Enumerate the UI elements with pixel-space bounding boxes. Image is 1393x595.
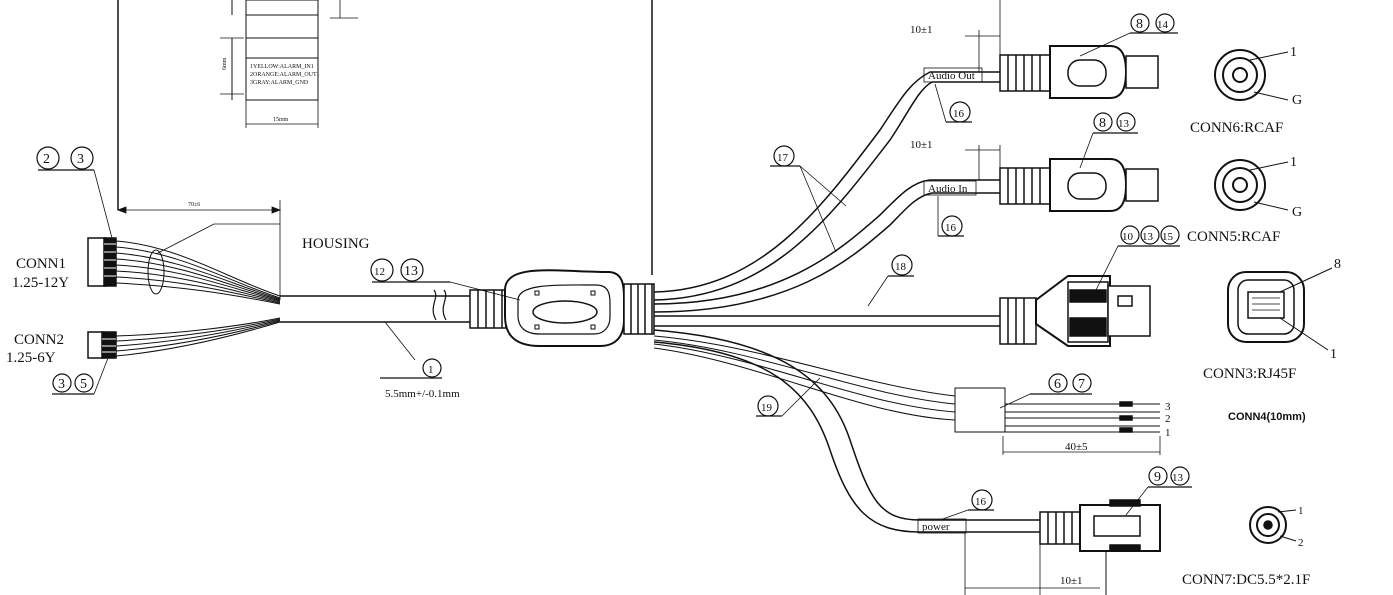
tag-outlines	[917, 67, 983, 534]
callout-13d: 13	[1172, 472, 1184, 484]
callouts: 2 3 3 5 12 13 1 8 14 8 13 10 13 15 6	[36, 13, 1192, 521]
callout-6: 6	[1054, 377, 1061, 392]
conn7-pin-1: 1	[1298, 505, 1304, 517]
conn3-pin-8: 8	[1334, 257, 1341, 272]
dim-10-power: 10±1	[964, 532, 1100, 595]
dim-10-audio-in: 10±1	[910, 139, 1001, 180]
audio-out-tag: Audio Out	[928, 70, 975, 82]
conn6-pin-g: G	[1292, 93, 1302, 108]
dim-40-text: 40±5	[1065, 441, 1088, 453]
callout-15: 15	[1162, 231, 1174, 243]
callout-16c: 16	[975, 496, 987, 508]
cable-diameter: 5.5mm+/-0.1mm	[385, 388, 460, 400]
conn5-pin-g: G	[1292, 205, 1302, 220]
conn2-name: CONN2	[14, 332, 64, 348]
conn6-label: CONN6:RCAF	[1190, 120, 1283, 136]
conn2-spec: 1.25-6Y	[6, 350, 56, 366]
terminal-pin-2: 2	[1165, 413, 1171, 425]
dc-power-connector	[1039, 499, 1161, 595]
conn1-wires	[115, 240, 281, 305]
dim-70: 70±6	[116, 200, 282, 300]
audio-in-tag: Audio In	[928, 183, 968, 195]
callout-5: 5	[80, 377, 87, 392]
terminal-pin-1: 1	[1165, 427, 1171, 439]
conn3-label: CONN3:RJ45F	[1203, 366, 1296, 382]
conn6-pin-1: 1	[1290, 45, 1297, 60]
callout-19: 19	[761, 402, 773, 414]
conn1-name: CONN1	[16, 256, 66, 272]
callout-3b: 3	[58, 377, 65, 392]
power-tag: power	[922, 521, 950, 533]
rj45-cable	[654, 315, 1000, 327]
label-height-dim: 6mm	[222, 57, 228, 70]
conn3-pin-1: 1	[1330, 347, 1337, 362]
callout-10: 10	[1122, 231, 1134, 243]
terminal-pin-3: 3	[1165, 401, 1171, 413]
dim-10-mid-text: 10±1	[910, 139, 933, 151]
label-line-3: 3GRAY:ALARM_GND	[250, 80, 309, 86]
conn5-end-view: 1 G	[1214, 155, 1302, 220]
callout-2: 2	[43, 152, 50, 167]
conn5-pin-1: 1	[1290, 155, 1297, 170]
callout-12: 12	[374, 266, 385, 278]
power-cable	[653, 329, 1040, 533]
dim-10-top-text: 10±1	[910, 24, 933, 36]
conn4-label: CONN4(10mm)	[1228, 411, 1306, 423]
rj45-connector	[999, 275, 1151, 347]
dim-10-bot-text: 10±1	[1060, 575, 1083, 587]
main-cable	[280, 289, 470, 361]
housing-outline	[117, 0, 653, 275]
conn7-pin-2: 2	[1298, 537, 1304, 549]
callout-7: 7	[1078, 377, 1085, 392]
dim-70-text: 70±6	[188, 202, 200, 208]
audio-in-cable	[653, 179, 1000, 313]
callout-1: 1	[428, 364, 434, 376]
callout-17: 17	[777, 152, 789, 164]
conn2-connector	[87, 331, 117, 359]
callout-13b: 13	[1118, 118, 1130, 130]
rca-audio-out	[999, 45, 1159, 99]
housing-label: HOUSING	[302, 236, 370, 252]
audio-out-cable	[653, 71, 1000, 301]
dim-10-audio-out: 10±1	[910, 0, 1001, 72]
conn1-spec: 1.25-12Y	[12, 275, 69, 291]
label-line-2: 2ORANGE:ALARM_OUT1	[250, 72, 320, 78]
callout-9: 9	[1154, 470, 1161, 485]
callout-16a: 16	[953, 108, 965, 120]
conn5-label: CONN5:RCAF	[1187, 229, 1280, 245]
callout-18: 18	[895, 261, 907, 273]
conn7-label: CONN7:DC5.5*2.1F	[1182, 572, 1310, 588]
callout-13a: 13	[404, 264, 418, 279]
label-line-1: 1YELLOW:ALARM_IN1	[250, 64, 314, 70]
callout-3a: 3	[77, 152, 84, 167]
splitter-housing	[469, 269, 655, 347]
conn6-end-view: 1 G	[1214, 45, 1302, 108]
conn2-wires	[115, 317, 281, 357]
conn3-end-view: 8 1	[1227, 257, 1341, 362]
callout-8b: 8	[1099, 116, 1106, 131]
conn1-connector	[87, 237, 117, 287]
callout-16b: 16	[945, 222, 957, 234]
callout-14: 14	[1157, 19, 1169, 31]
text-labels: HOUSING CONN1 1.25-12Y CONN2 1.25-6Y 5.5…	[6, 70, 1310, 588]
label-box-detail: 1YELLOW:ALARM_IN1 2ORANGE:ALARM_OUT1 3GR…	[220, 0, 358, 128]
alarm-wires	[653, 335, 956, 421]
alarm-terminal: 3 2 1 40±5	[954, 387, 1171, 455]
callout-8a: 8	[1136, 17, 1143, 32]
rca-audio-in	[999, 158, 1159, 212]
conn7-end-view: 1 2	[1249, 505, 1304, 549]
label-width-dim: 15mm	[273, 117, 289, 123]
callout-13c: 13	[1142, 231, 1154, 243]
